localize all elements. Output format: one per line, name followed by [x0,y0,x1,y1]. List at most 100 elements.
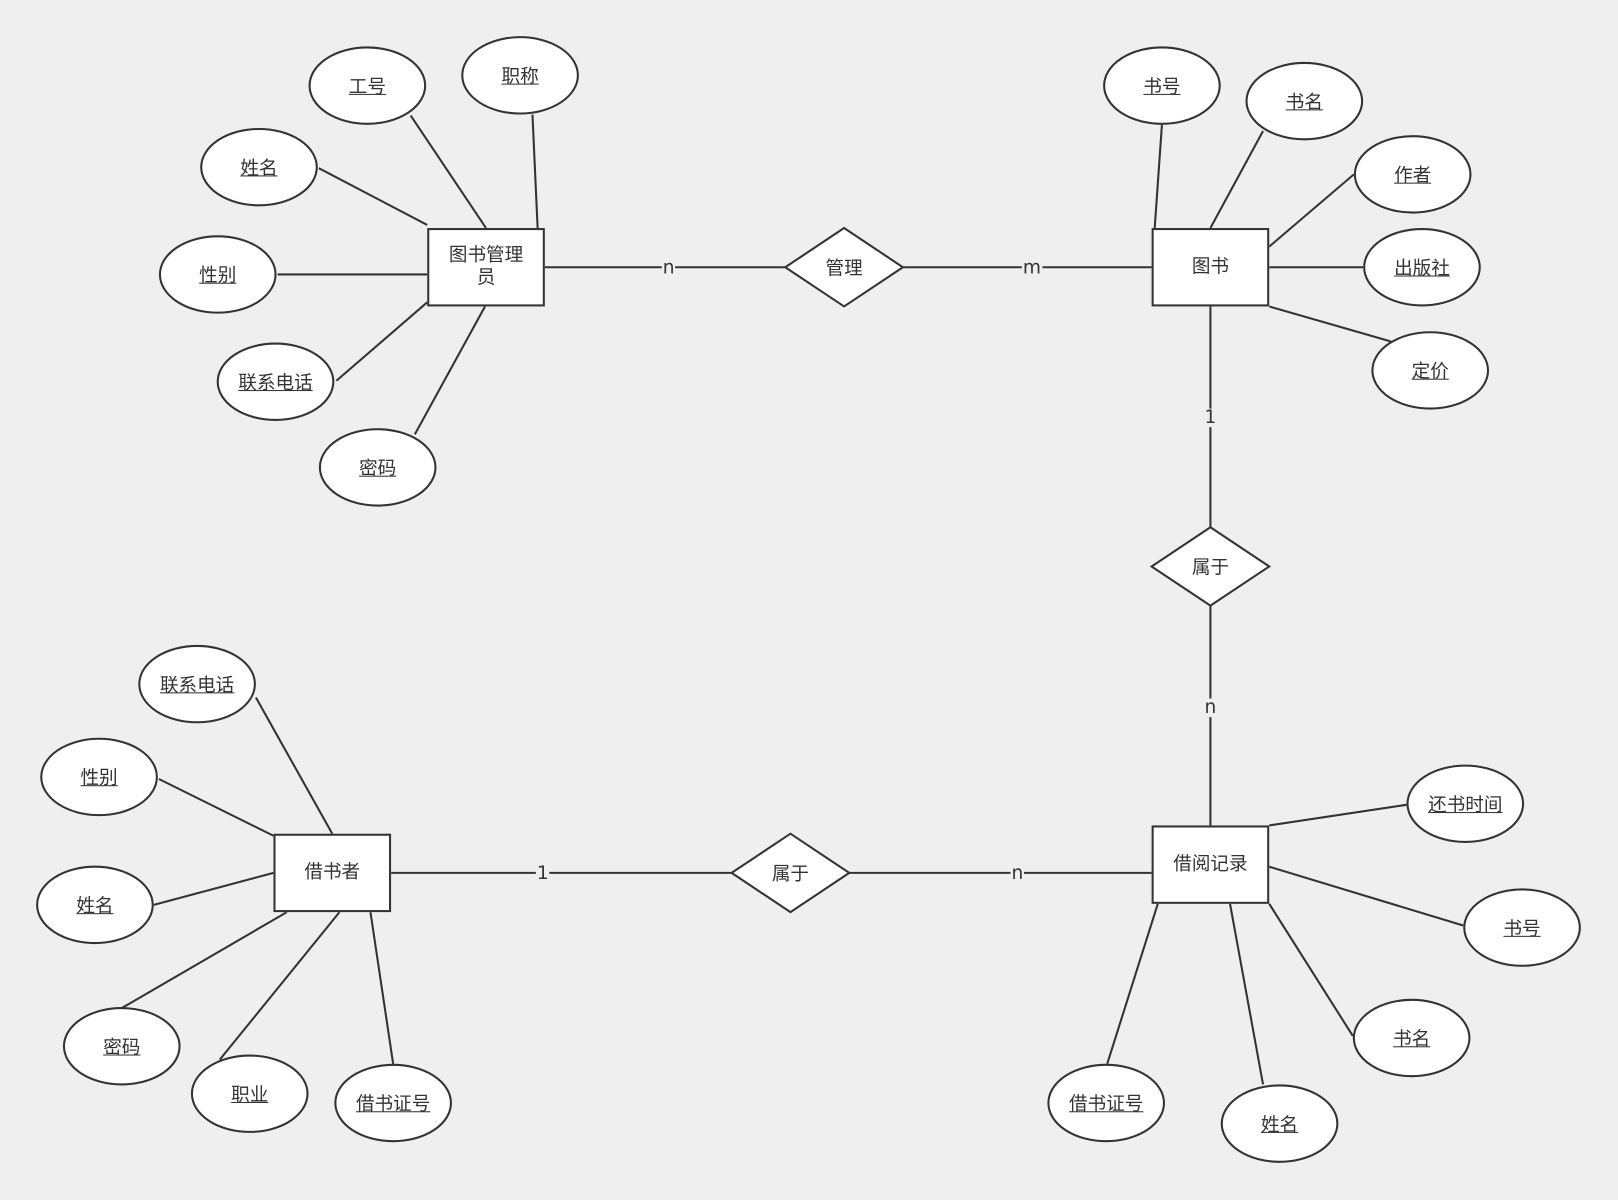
attribute-ellipse [1463,888,1581,967]
attribute-ellipse [1406,764,1525,843]
entity-book[interactable]: 图书 [1151,228,1270,307]
attribute-label: 书名 [1285,91,1323,114]
attribute-connector [1106,903,1159,1065]
attribute-label: 姓名 [76,895,114,918]
attribute-ellipse [1371,331,1490,410]
attribute-ellipse [1363,228,1481,307]
attribute-label: 联系电话 [238,372,313,395]
attribute-connector [1268,173,1355,248]
attribute-ellipse [138,644,256,724]
attribute-librarian[interactable]: 联系电话 [217,343,335,421]
attribute-label: 书名 [1393,1028,1431,1051]
relationship-diamond [729,832,852,914]
cardinality-label: n [661,256,676,279]
cardinality-label: m [1021,256,1042,279]
attribute-ellipse [1047,1063,1166,1143]
attribute-librarian[interactable]: 工号 [309,46,427,124]
attribute-record[interactable]: 还书时间 [1406,765,1524,843]
attribute-librarian[interactable]: 职称 [461,36,579,114]
relationship-manage[interactable]: 管理 [785,228,903,306]
cardinality-label: 1 [1203,406,1218,429]
attribute-librarian[interactable]: 密码 [319,428,437,506]
attribute-ellipse [334,1063,452,1143]
attribute-record[interactable]: 书名 [1353,999,1471,1077]
attribute-connector [255,696,334,835]
attribute-label: 借书证号 [1069,1093,1144,1116]
attribute-ellipse [62,1007,181,1086]
attribute-connector [1268,305,1392,343]
relationship-diamond [783,226,905,308]
attribute-book[interactable]: 作者 [1354,135,1472,213]
relationship-label: 管理 [825,257,863,280]
attribute-book[interactable]: 定价 [1371,331,1489,409]
attribute-record[interactable]: 借书证号 [1047,1064,1165,1142]
attribute-connector [409,114,487,229]
attribute-connector [158,778,274,837]
relationship-borrower-record[interactable]: 属于 [732,834,850,912]
attribute-ellipse [216,342,335,421]
attribute-book[interactable]: 书号 [1103,46,1221,124]
attribute-ellipse [190,1054,309,1133]
attribute-connector [1229,903,1265,1085]
attribute-librarian[interactable]: 性别 [159,235,277,313]
attribute-label: 工号 [348,76,386,99]
attribute-label: 书号 [1503,918,1541,940]
entity-librarian[interactable]: 图书管理员 [427,228,545,307]
relationship-book-record[interactable]: 属于 [1152,527,1270,605]
attribute-connector [121,911,288,1009]
attribute-connector [1268,903,1354,1037]
entity-label: 借书者 [304,861,361,884]
attribute-borrower[interactable]: 密码 [63,1007,181,1085]
attribute-label: 性别 [80,767,118,790]
attribute-record[interactable]: 书号 [1463,888,1581,966]
cardinality-label: 1 [535,862,550,885]
attribute-librarian[interactable]: 姓名 [200,128,318,206]
cardinality-label: n [1203,696,1218,719]
attribute-label: 密码 [103,1036,141,1059]
attribute-connector [1209,130,1264,229]
attribute-connector [218,911,341,1061]
attribute-record[interactable]: 姓名 [1221,1084,1339,1162]
attribute-connector [335,301,428,382]
attribute-ellipse [1245,61,1364,141]
attribute-borrower[interactable]: 职业 [191,1054,309,1132]
relationship-label: 属于 [771,863,810,886]
attribute-ellipse [200,127,318,207]
attribute-ellipse [461,36,579,115]
relationship-diamond [1149,526,1272,607]
entity-label: 借阅记录 [1173,853,1248,875]
relationship-label: 属于 [1191,557,1229,579]
attribute-connector [413,305,486,435]
attribute-connector [1153,124,1163,229]
attribute-label: 书号 [1143,76,1181,99]
attribute-label: 密码 [359,458,397,480]
attribute-borrower[interactable]: 联系电话 [138,645,256,723]
attribute-label: 定价 [1411,361,1449,383]
attribute-connector [531,114,539,229]
attribute-connector [369,911,395,1064]
entity-borrower[interactable]: 借书者 [273,833,392,913]
attribute-borrower[interactable]: 姓名 [36,866,154,944]
attribute-connector [153,871,274,906]
attribute-book[interactable]: 出版社 [1363,228,1481,306]
entity-label: 图书管理员 [448,244,524,289]
attribute-book[interactable]: 书名 [1246,62,1364,140]
cardinality-label: n [1010,862,1025,885]
attribute-ellipse [1352,998,1471,1078]
attribute-borrower[interactable]: 借书证号 [334,1064,452,1142]
attribute-ellipse [308,46,427,125]
attribute-label: 联系电话 [159,674,235,697]
attribute-ellipse [1220,1084,1339,1163]
attribute-connector [318,167,428,226]
attribute-connector [1268,865,1464,927]
entity-borrow-record[interactable]: 借阅记录 [1151,825,1270,904]
attribute-label: 作者 [1394,165,1432,187]
attribute-label: 职业 [231,1084,269,1107]
attribute-connector [1269,803,1407,827]
attribute-ellipse [40,737,158,817]
attribute-borrower[interactable]: 性别 [40,738,158,816]
attribute-ellipse [318,428,437,507]
